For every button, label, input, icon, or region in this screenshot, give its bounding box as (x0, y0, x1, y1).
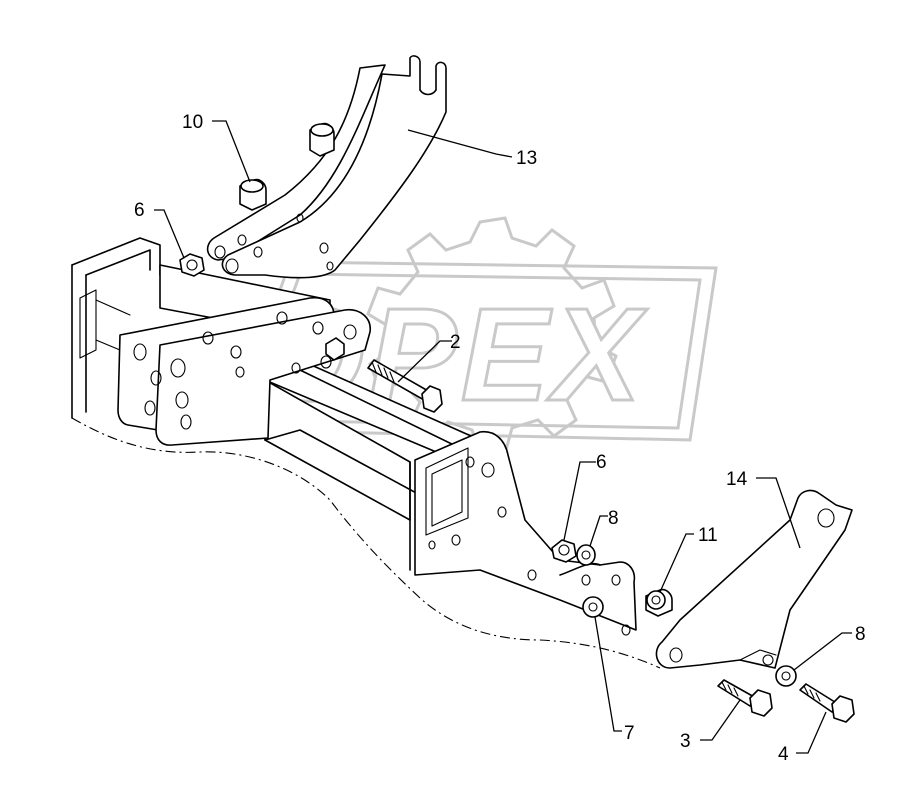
callout-10: 10 (182, 112, 203, 133)
part-6-right-nut (551, 539, 577, 563)
leader-2 (397, 340, 452, 383)
callout-14: 14 (726, 469, 748, 490)
part-3-bolt (717, 679, 773, 717)
callout-4: 4 (778, 744, 789, 765)
callout-8-upper: 8 (608, 508, 619, 529)
callout-leaders (154, 120, 852, 754)
leader-10 (212, 120, 251, 183)
leader-8-upper (589, 515, 608, 547)
callout-6-right: 6 (596, 452, 607, 473)
part-2-bolt (367, 359, 443, 413)
left-mounting-plates (117, 296, 371, 446)
leader-6-right (563, 461, 596, 541)
callout-13: 13 (516, 148, 537, 169)
callout-labels: 10 13 6 2 6 8 11 14 7 8 3 4 (134, 112, 866, 765)
leader-6-upper (154, 209, 185, 259)
part-11-bushing (645, 588, 673, 617)
leader-11 (659, 533, 694, 593)
tractor-frame (71, 237, 661, 669)
leader-7 (594, 616, 622, 732)
callout-11: 11 (698, 525, 718, 546)
callout-3: 3 (680, 731, 691, 752)
plate-nut (325, 337, 345, 361)
part-7-washer (582, 596, 604, 618)
right-side-bracket (414, 430, 637, 636)
leader-13 (407, 129, 513, 158)
callout-7: 7 (624, 723, 635, 744)
part-6-upper-nut (179, 253, 205, 277)
part-8-right-washer-lower (775, 665, 797, 687)
callout-2: 2 (450, 332, 461, 353)
callout-8-lower: 8 (855, 624, 866, 645)
part-4-bolt (799, 683, 855, 723)
part-14-lower-arm (655, 489, 853, 669)
part-8-right-washer-upper (576, 544, 596, 566)
part-10-spacers (239, 122, 335, 211)
leader-4 (796, 711, 827, 754)
leader-14 (756, 477, 801, 549)
callout-6-upper: 6 (134, 200, 145, 221)
leader-8-lower (793, 632, 852, 671)
leader-3 (700, 699, 741, 741)
